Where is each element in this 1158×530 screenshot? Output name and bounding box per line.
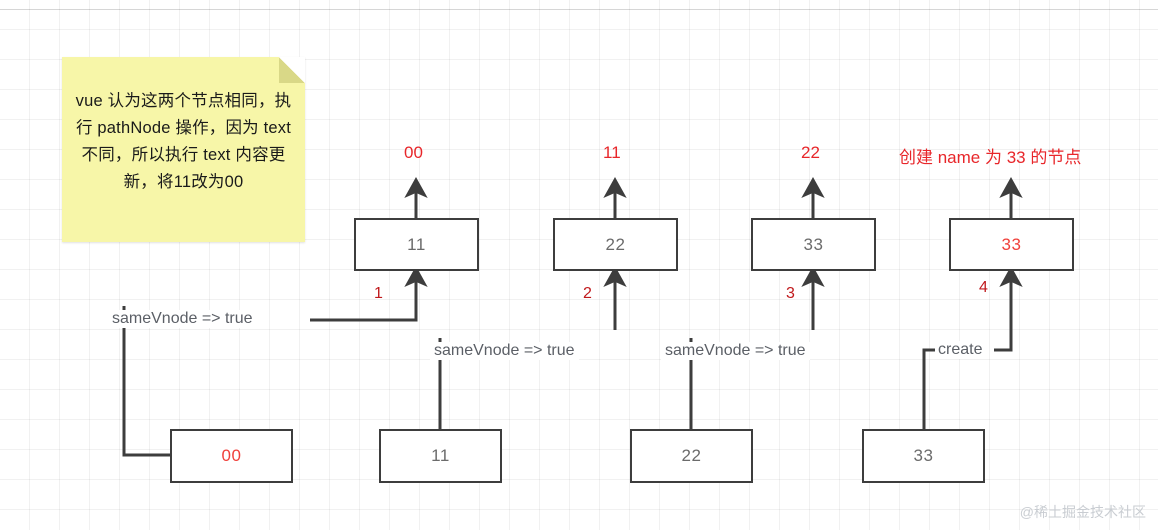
annotation-sticky-note: vue 认为这两个节点相同，执行 pathNode 操作，因为 text 不同，…	[62, 57, 305, 242]
result-label-1: 00	[404, 143, 423, 162]
result-label-2: 11	[603, 143, 621, 162]
edge-1-path	[122, 306, 170, 457]
top-border-rule	[0, 9, 1158, 10]
edge-label-3: sameVnode => true	[661, 342, 810, 360]
new-vnode-box-3-value: 33	[803, 234, 824, 254]
edge-1-arrow	[310, 265, 428, 322]
index-label-2: 2	[583, 285, 592, 302]
old-vnode-box-2-value: 11	[431, 446, 450, 465]
old-vnode-box-4[interactable]: 33	[862, 429, 985, 483]
index-label-4: 4	[979, 279, 988, 296]
old-vnode-box-1-value: 00	[221, 446, 242, 465]
edge-label-4: create	[935, 341, 986, 359]
sticky-note-text: vue 认为这两个节点相同，执行 pathNode 操作，因为 text 不同，…	[75, 92, 292, 191]
old-vnode-box-2[interactable]: 11	[379, 429, 502, 483]
edge-4-arrow	[994, 265, 1023, 352]
new-vnode-box-3[interactable]: 33	[751, 218, 876, 271]
watermark: @稀土掘金技术社区	[1019, 504, 1146, 520]
edge-4-path	[922, 348, 938, 430]
sticky-note-fold-icon	[279, 57, 305, 83]
result-label-3: 22	[801, 143, 820, 162]
new-vnode-box-2-value: 22	[605, 234, 626, 254]
new-vnode-box-1-value: 11	[407, 234, 426, 254]
edge-label-1: sameVnode => true	[108, 310, 257, 328]
index-label-3: 3	[786, 285, 795, 302]
old-vnode-box-4-value: 33	[913, 446, 934, 465]
new-vnode-box-4-value: 33	[1001, 234, 1022, 254]
index-label-1: 1	[374, 285, 383, 302]
edge-label-2: sameVnode => true	[430, 342, 579, 360]
old-vnode-box-1[interactable]: 00	[170, 429, 293, 483]
result-label-4: 创建 name 为 33 的节点	[899, 148, 1082, 167]
old-vnode-box-3-value: 22	[681, 446, 702, 465]
new-vnode-box-4[interactable]: 33	[949, 218, 1074, 271]
old-vnode-box-3[interactable]: 22	[630, 429, 753, 483]
new-vnode-box-2[interactable]: 22	[553, 218, 678, 271]
new-vnode-box-1[interactable]: 11	[354, 218, 479, 271]
